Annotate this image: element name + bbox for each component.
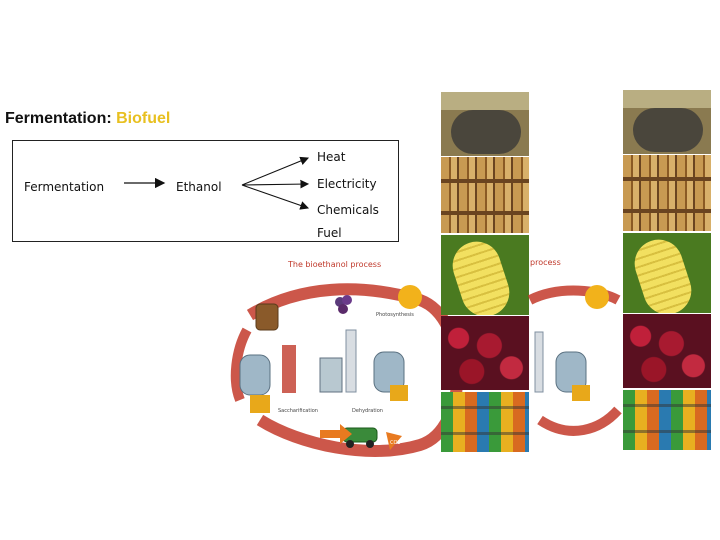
grapes-photo: [441, 316, 529, 390]
sugarcane-photo-2: [623, 155, 711, 231]
sun-icon: [398, 285, 422, 309]
barrel-icon: [255, 303, 279, 331]
fuel-barrels-photo: [441, 392, 529, 452]
title-prefix: Fermentation:: [5, 110, 117, 127]
label-saccharification: Saccharification: [278, 408, 318, 414]
flow-output-heat: Heat: [317, 150, 346, 164]
flow-diagram-box: [12, 140, 399, 242]
distillation-arc: [230, 327, 252, 402]
biomass-tag: [390, 385, 408, 401]
arrow-to-electricity: [241, 179, 310, 189]
corn-photo-2: [623, 233, 711, 313]
flow-output-electricity: Electricity: [317, 177, 377, 191]
hay-bale-photo: [441, 92, 529, 156]
label-photosynthesis: Photosynthesis: [376, 312, 414, 318]
grapes-photo-2: [623, 314, 711, 388]
fuel-barrels-photo-2: [623, 390, 711, 450]
label-dehydration: Dehydration: [352, 408, 383, 414]
arrow-to-heat: [241, 156, 310, 186]
label-energy: Energy: [334, 421, 352, 427]
label-fermentation: Fermentation: [286, 306, 320, 312]
arrow-to-chemicals: [241, 184, 310, 210]
title-accent: Biofuel: [116, 110, 171, 127]
label-co2: CO2: [390, 440, 401, 446]
figure-title-duplicate: process: [530, 258, 561, 267]
sugarcane-photo: [441, 157, 529, 233]
tank-right: [373, 351, 405, 393]
flow-source-label: Fermentation: [24, 180, 105, 194]
flow-product-label: Ethanol: [176, 180, 222, 194]
slide-title: Fermentation: Biofuel: [5, 110, 170, 128]
hay-bale-photo-2: [623, 90, 711, 154]
distillation-column: [282, 345, 296, 393]
figure-title: The bioethanol process: [288, 260, 382, 269]
co2-arrow: [386, 432, 402, 450]
feedstock-tag: [250, 395, 270, 413]
flow-output-chemicals: Chemicals: [317, 203, 379, 217]
flow-output-fuel: Fuel: [317, 226, 342, 240]
corn-photo: [441, 235, 529, 315]
energy-arrow: [320, 424, 352, 444]
